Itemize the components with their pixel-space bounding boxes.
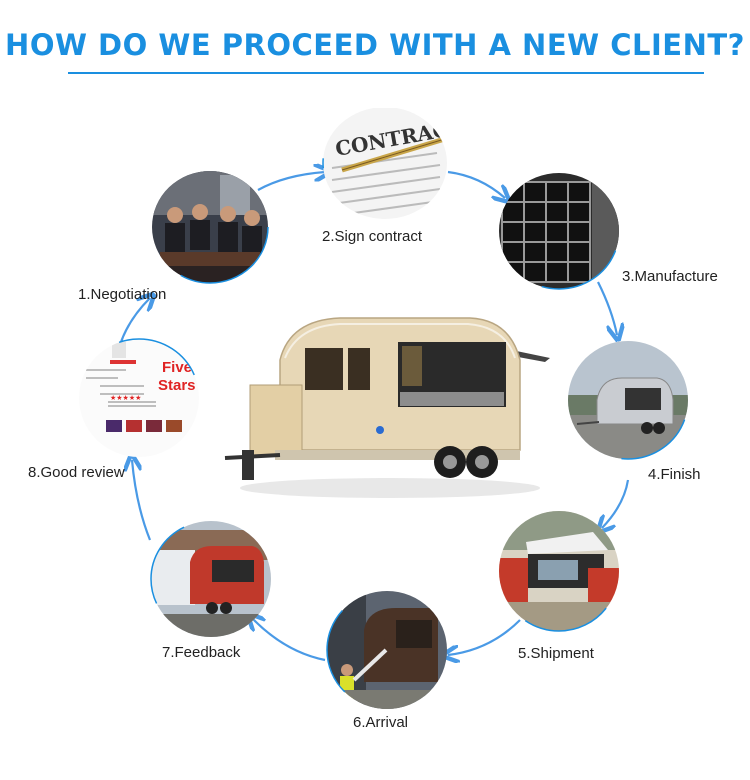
step-8-review-photo: Five Stars ★★★★★ bbox=[78, 338, 200, 458]
step-3-label: 3.Manufacture bbox=[622, 268, 718, 285]
step-4-label: 4.Finish bbox=[648, 466, 701, 483]
arrow-2-to-3 bbox=[447, 170, 505, 198]
step-3-manufacture-photo bbox=[498, 172, 620, 290]
step-8-label: 8.Good review bbox=[28, 464, 125, 481]
step-2-contract-photo: CONTRACT bbox=[322, 106, 448, 220]
step-5-shipment-photo bbox=[498, 510, 620, 632]
food-trailer-illustration bbox=[224, 317, 550, 498]
step-6-arrival-photo bbox=[326, 590, 448, 710]
arrow-6-to-7 bbox=[252, 618, 326, 662]
step-7-label: 7.Feedback bbox=[162, 644, 241, 661]
step-4-finish-photo bbox=[567, 340, 689, 460]
review-stars-text: Stars bbox=[158, 377, 196, 394]
step-1-negotiation-photo bbox=[151, 170, 269, 284]
review-five-text: Five bbox=[162, 359, 192, 376]
arrow-5-to-6 bbox=[448, 619, 521, 655]
arrow-7-to-8 bbox=[132, 460, 152, 541]
arrow-1-to-2 bbox=[257, 172, 325, 191]
step-2-label: 2.Sign contract bbox=[322, 228, 423, 245]
step-6-label: 6.Arrival bbox=[353, 714, 409, 731]
step-1-label: 1.Negotiation bbox=[78, 286, 167, 303]
title-underline bbox=[68, 72, 704, 74]
step-5-label: 5.Shipment bbox=[518, 645, 594, 662]
review-rating-stars: ★★★★★ bbox=[110, 394, 141, 402]
arrow-4-to-5 bbox=[602, 479, 630, 528]
step-7-feedback-photo bbox=[150, 520, 272, 638]
arrow-3-to-4 bbox=[597, 281, 617, 335]
page-title: HOW DO WE PROCEED WITH A NEW CLIENT? bbox=[5, 28, 745, 62]
